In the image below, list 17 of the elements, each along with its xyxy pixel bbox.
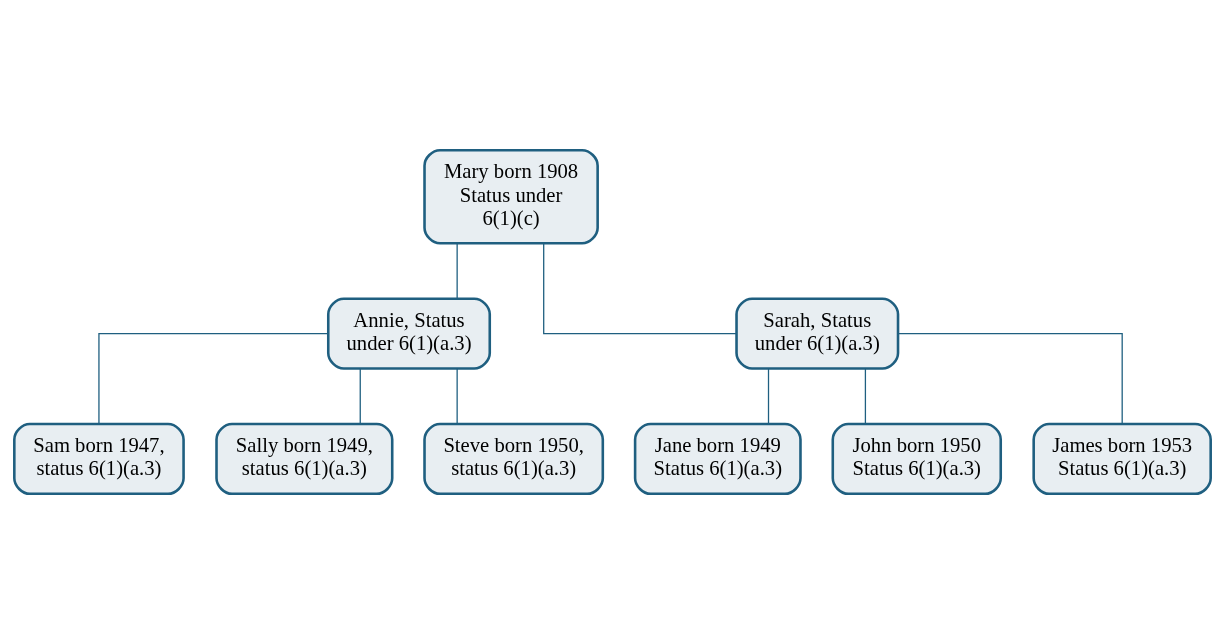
- connector: [864, 367, 867, 424]
- node-box: Sam born 1947, status 6(1)(a.3): [13, 422, 185, 495]
- connector: [359, 367, 361, 424]
- node-box: Sarah, Status under 6(1)(a.3): [735, 296, 900, 370]
- connector: [543, 242, 737, 334]
- node-box: James born 1953 Status 6(1)(a.3): [1032, 422, 1212, 495]
- node-box: John born 1950 Status 6(1)(a.3): [831, 422, 1003, 495]
- node-box: Jane born 1949 Status 6(1)(a.3): [633, 422, 802, 495]
- connector: [897, 332, 1123, 425]
- connector: [456, 367, 458, 424]
- node-box: Steve born 1950, status 6(1)(a.3): [423, 422, 605, 495]
- connector: [456, 242, 458, 299]
- node-box: Sally born 1949, status 6(1)(a.3): [215, 422, 394, 495]
- connector: [767, 367, 770, 424]
- connector: [98, 332, 329, 425]
- node-box: Mary born 1908 Status under 6(1)(c): [423, 148, 599, 244]
- node-box: Annie, Status under 6(1)(a.3): [326, 296, 492, 370]
